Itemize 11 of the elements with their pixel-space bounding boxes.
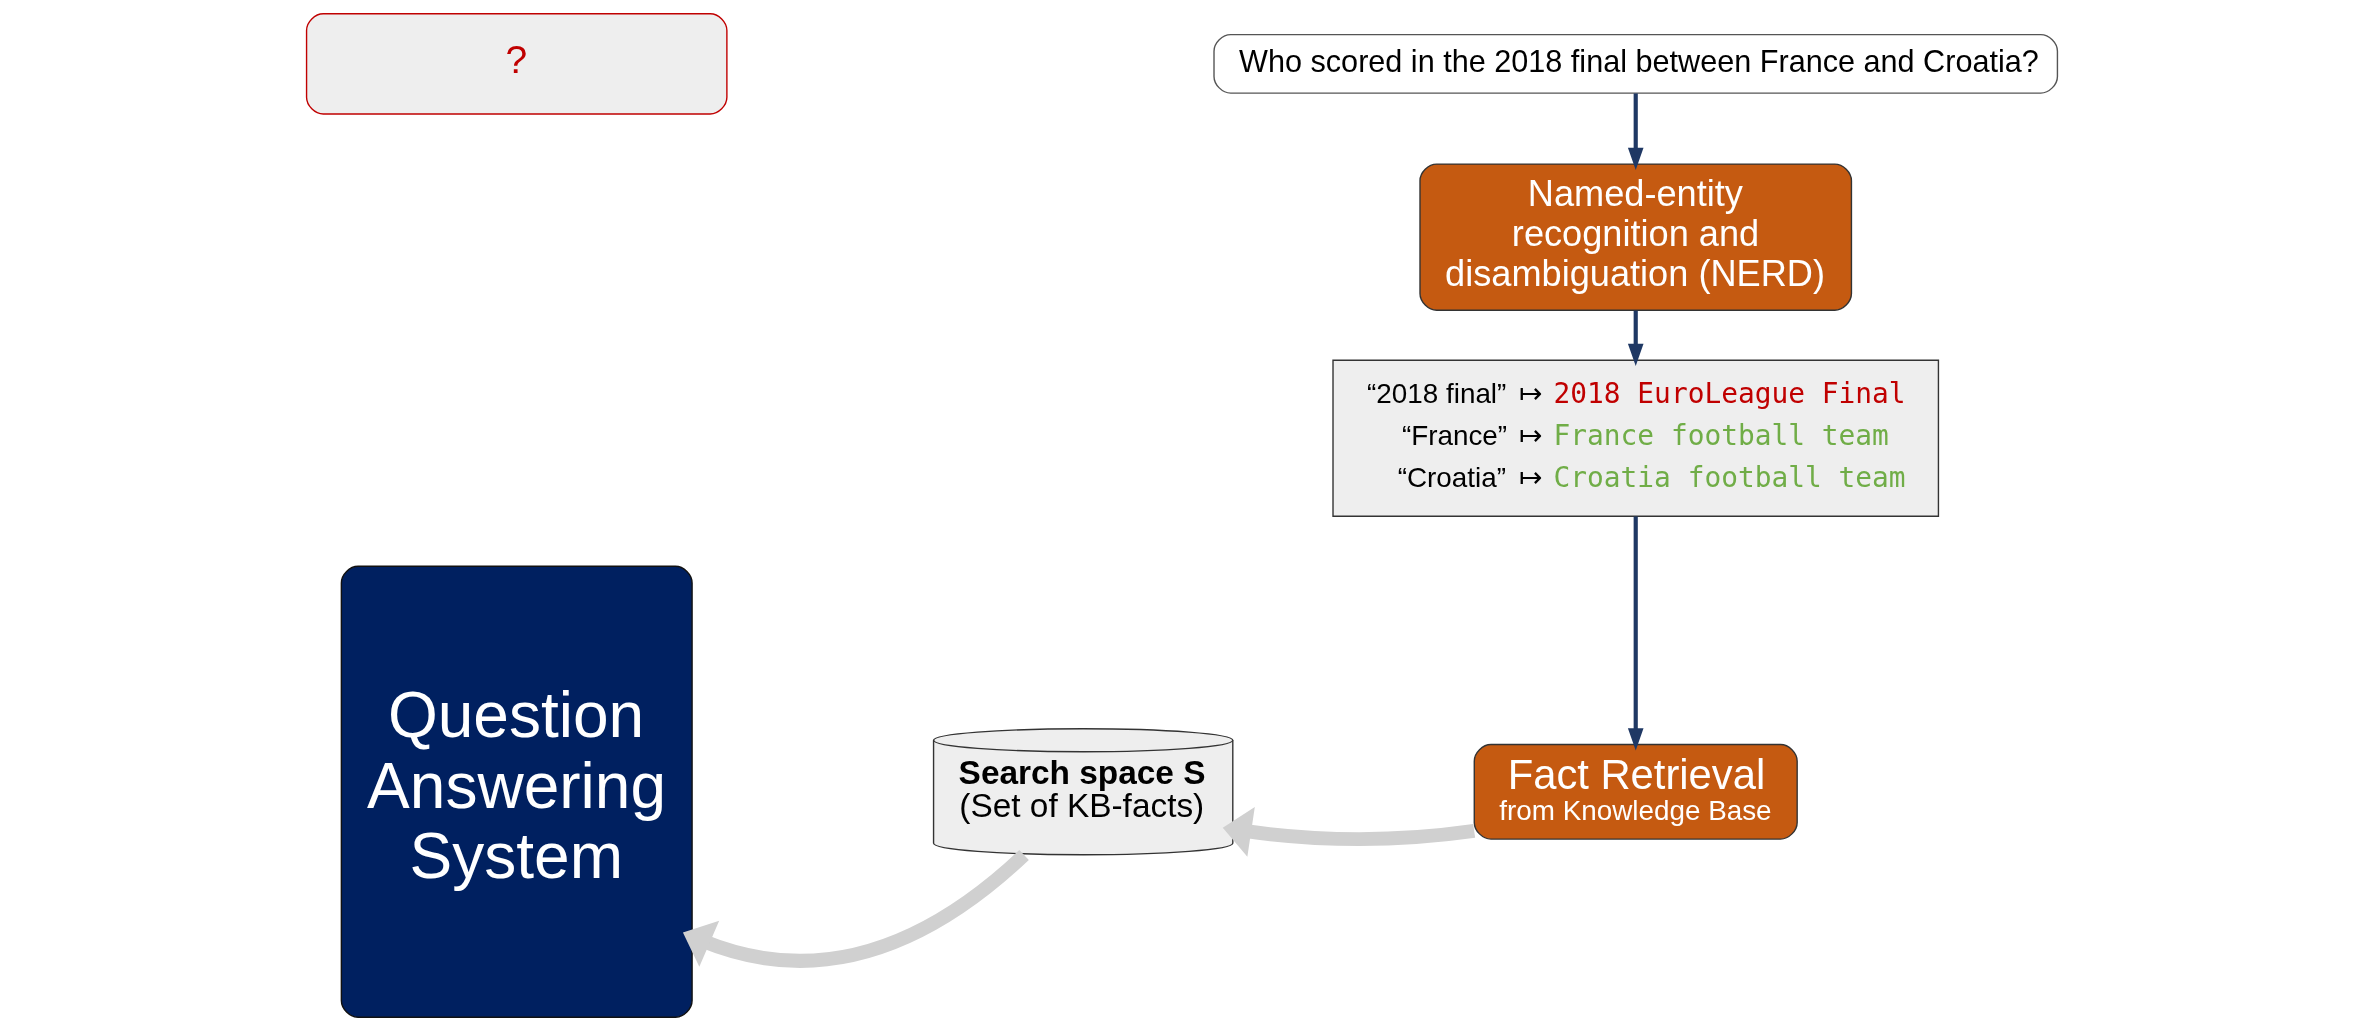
arrow (1222, 807, 1476, 857)
node-box: Question Answering System (340, 565, 693, 1018)
arrow (682, 849, 1029, 968)
node-box: ? (305, 13, 728, 115)
node-box: Fact Retrieval from Knowledge Base (1473, 743, 1798, 840)
node-box: “2018 final” ↦ 2018 EuroLeague Final “France” ↦ France football team “Croatia” ↦ Croatia football team (1332, 359, 1940, 517)
arrow (1627, 93, 1644, 171)
node-box: Named-entity recognition and disambiguation (NERD) (1419, 163, 1853, 311)
node-box: Who scored in the 2018 final between France and Croatia? (1213, 33, 2059, 94)
arrow (1627, 516, 1644, 751)
arrow (1627, 310, 1644, 367)
